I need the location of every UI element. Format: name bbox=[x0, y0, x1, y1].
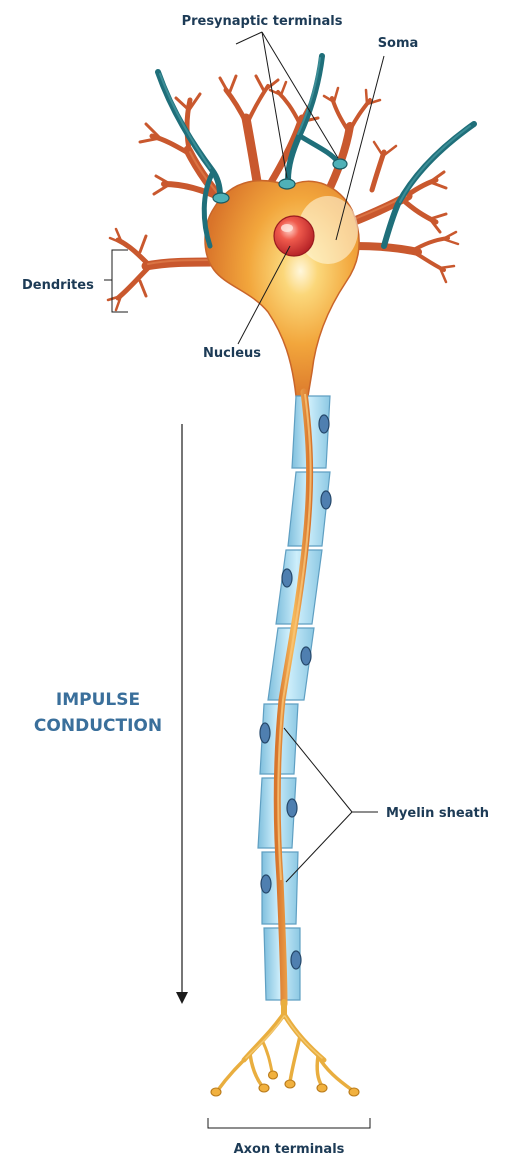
impulse-arrow bbox=[176, 424, 188, 1004]
label-impulse-line2: CONDUCTION bbox=[34, 716, 162, 736]
axon-terminals-bracket bbox=[208, 1118, 370, 1128]
label-soma: Soma bbox=[378, 36, 419, 51]
label-impulse-line1: IMPULSE bbox=[56, 690, 140, 710]
presynaptic-knob-1 bbox=[213, 193, 229, 203]
axon-terminals bbox=[211, 1002, 359, 1096]
dendrites-bracket bbox=[104, 250, 128, 312]
label-myelin-sheath: Myelin sheath bbox=[386, 806, 489, 821]
presynaptic-knob-2 bbox=[279, 179, 295, 189]
label-presynaptic-terminals: Presynaptic terminals bbox=[182, 14, 343, 29]
label-axon-terminals: Axon terminals bbox=[234, 1142, 345, 1157]
presynaptic-knob-3 bbox=[333, 159, 347, 169]
label-dendrites: Dendrites bbox=[22, 278, 94, 293]
nucleus bbox=[274, 216, 314, 256]
label-nucleus: Nucleus bbox=[203, 346, 261, 361]
myelin-sheath bbox=[258, 396, 330, 1000]
